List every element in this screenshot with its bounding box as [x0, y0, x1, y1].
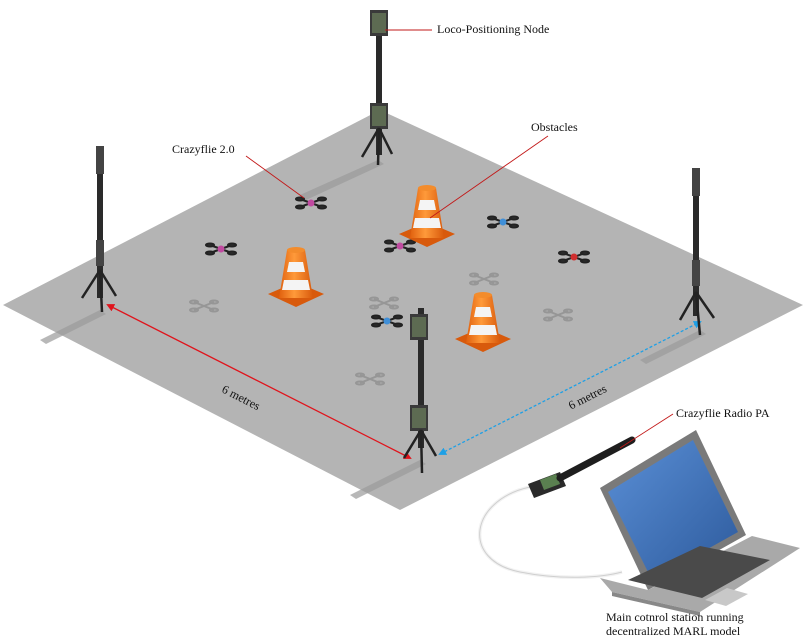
control-station-caption: Main cotnrol station running decentraliz… — [606, 610, 744, 638]
traffic-cone — [399, 185, 455, 247]
traffic-cone — [268, 247, 324, 307]
usb-cable — [478, 485, 623, 580]
blue-dimension-arrow — [438, 321, 702, 455]
drone-shadows — [189, 272, 573, 386]
radio-pa-dongle — [528, 436, 636, 498]
loco-node-pole-right — [678, 168, 716, 336]
drone — [295, 196, 327, 210]
loco-node-label: Loco-Positioning Node — [437, 22, 550, 36]
drone — [384, 239, 416, 253]
radio-pa-label: Crazyflie Radio PA — [676, 406, 770, 420]
caption-line-1: Main cotnrol station running — [606, 610, 744, 624]
obstacles-label: Obstacles — [531, 120, 578, 134]
drone — [558, 250, 590, 264]
crazyflie-drones — [205, 196, 590, 328]
drone — [487, 215, 519, 229]
drone — [371, 314, 403, 328]
loco-node-pole-back — [360, 10, 394, 166]
leader-lines — [245, 29, 674, 449]
crazyflie-label: Crazyflie 2.0 — [172, 142, 235, 156]
traffic-cone — [455, 292, 511, 352]
loco-node-pole-front — [402, 308, 438, 474]
laptop — [600, 430, 800, 616]
caption-line-2: decentralized MARL model — [606, 624, 741, 638]
red-dimension-arrow — [106, 304, 412, 459]
drone — [205, 242, 237, 256]
loco-node-pole-left — [80, 146, 118, 313]
